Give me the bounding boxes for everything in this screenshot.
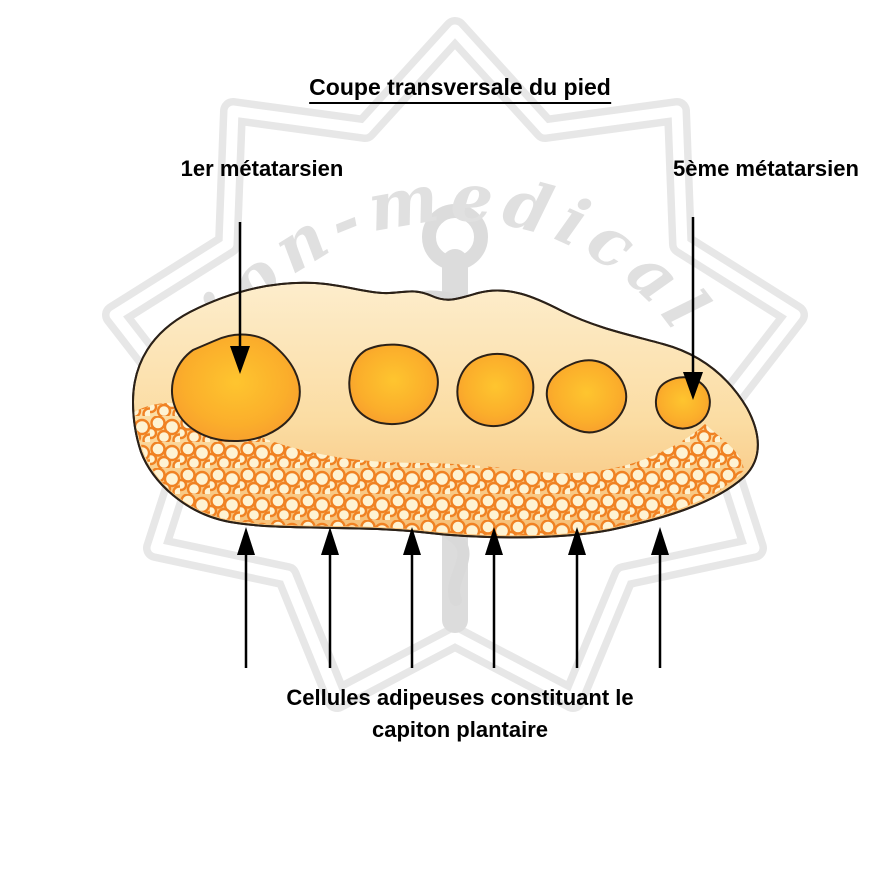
fat-cells-caption-line2: capiton plantaire xyxy=(371,717,549,742)
up-arrow-6 xyxy=(651,527,669,668)
bone-5th-metatarsal xyxy=(654,376,711,430)
bone-1st-metatarsal xyxy=(171,333,301,443)
foot-outline-stroke xyxy=(131,281,759,539)
page-title: Coupe transversale du pied xyxy=(309,74,611,104)
up-arrow-5 xyxy=(568,527,586,668)
fat-cells-caption: Cellules adipeuses constituant le capito… xyxy=(286,682,633,746)
arrow-to-5th-metatarsal xyxy=(683,217,703,400)
up-arrow-4 xyxy=(485,527,503,668)
upward-pressure-arrows xyxy=(237,527,669,668)
fifth-metatarsal-label: 5ème métatarsien xyxy=(673,156,859,181)
bone-2nd-metatarsal xyxy=(348,343,439,426)
arrow-to-1st-metatarsal xyxy=(230,222,250,374)
fat-pad-band xyxy=(134,402,744,536)
fat-cells-caption-line1: Cellules adipeuses constituant le xyxy=(286,685,634,710)
bone-3rd-metatarsal xyxy=(456,352,535,428)
label-arrows xyxy=(230,217,703,400)
up-arrow-2 xyxy=(321,527,339,668)
up-arrow-3 xyxy=(403,527,421,668)
first-metatarsal-label: 1er métatarsien xyxy=(180,156,344,181)
watermark-gear-icon xyxy=(102,17,808,712)
bone-4th-metatarsal xyxy=(545,359,628,434)
up-arrow-1 xyxy=(237,527,255,668)
